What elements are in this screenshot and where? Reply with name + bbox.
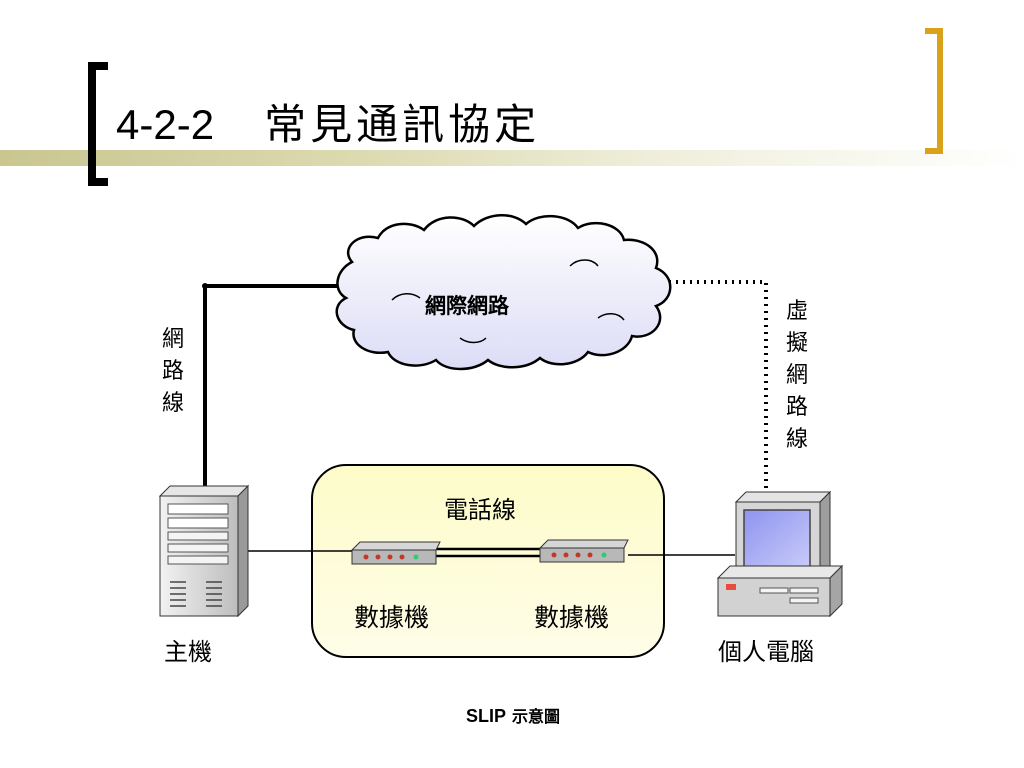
left-bracket: [88, 62, 108, 186]
phone-cable: [436, 547, 544, 558]
diagram-caption: SLIP 示意圖: [466, 703, 560, 727]
modem-left-icon: [350, 541, 441, 565]
host-label: 主機: [164, 638, 212, 666]
network-cable: [202, 283, 345, 490]
internet-cloud-label: 網際網路: [425, 294, 509, 318]
network-cable-label: 網路線: [161, 327, 184, 416]
modem-right-label: 數據機: [534, 603, 610, 632]
title-text: 常見通訊協定: [264, 100, 541, 149]
right-bracket: [925, 28, 943, 154]
phone-line-box: [311, 464, 665, 658]
internet-cloud: [335, 214, 672, 371]
virtual-network-line-label: 虛擬網路線: [785, 299, 808, 452]
virtual-network-line: [662, 280, 768, 492]
caption-text: 示意圖: [512, 707, 561, 726]
modem-left-label: 數據機: [354, 603, 430, 632]
caption-protocol: SLIP: [466, 706, 507, 726]
title-number: 4-2-2: [116, 101, 215, 148]
phone-line-label: 電話線: [444, 496, 516, 524]
modem-right-icon: [538, 539, 629, 563]
host-server-icon: [158, 484, 250, 618]
personal-computer-icon: [716, 490, 844, 618]
title-underline-bar: [0, 150, 1024, 166]
pc-label: 個人電腦: [718, 638, 814, 666]
